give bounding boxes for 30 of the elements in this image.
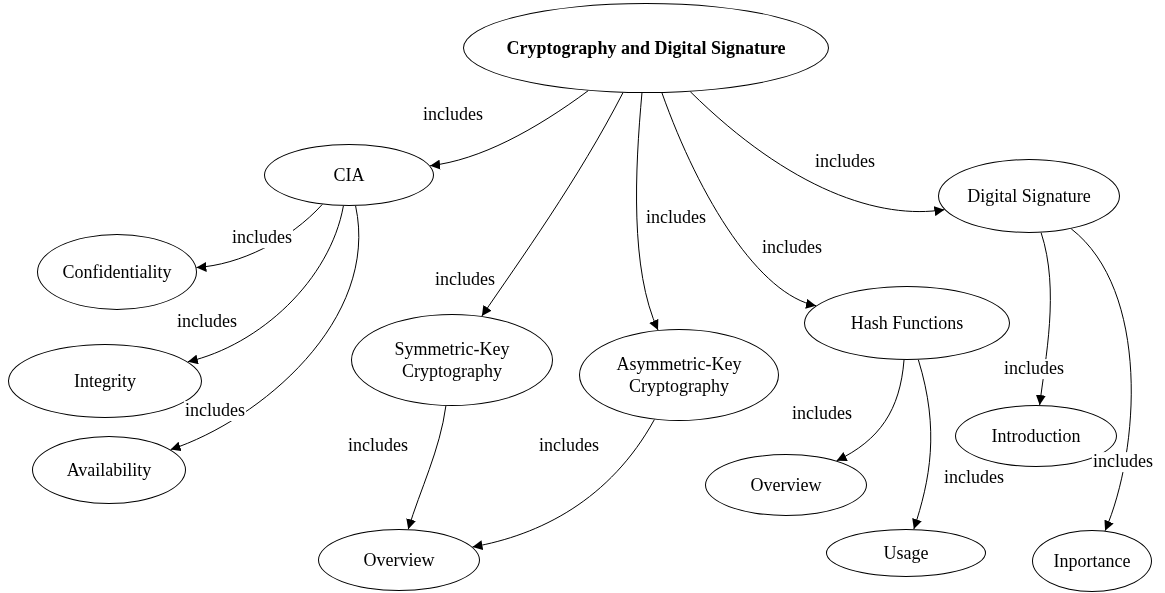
arrow bbox=[1070, 228, 1132, 532]
node-label: Confidentiality bbox=[62, 260, 172, 284]
node-label: Integrity bbox=[74, 369, 136, 393]
arrow bbox=[187, 205, 344, 364]
node-label: Symmetric-Key Cryptography bbox=[393, 337, 511, 383]
node-label: Overview bbox=[750, 473, 822, 497]
arrow bbox=[636, 92, 659, 331]
node-label: Asymmetric-Key Cryptography bbox=[615, 352, 743, 398]
arrow bbox=[406, 405, 447, 530]
node-label: Digital Signature bbox=[967, 184, 1091, 208]
node-label: Introduction bbox=[991, 424, 1081, 448]
node-label: Hash Functions bbox=[850, 311, 964, 335]
arrow bbox=[1036, 232, 1051, 406]
node-label: CIA bbox=[333, 163, 365, 187]
edge-label: includes bbox=[184, 401, 246, 421]
edge-label: includes bbox=[231, 228, 293, 248]
node-label: Cryptography and Digital Signature bbox=[506, 36, 786, 60]
edge-label: includes bbox=[1003, 359, 1065, 379]
node-label: Usage bbox=[883, 541, 929, 565]
arrow bbox=[661, 92, 817, 308]
edge-label: includes bbox=[1092, 452, 1154, 472]
arrow bbox=[836, 359, 905, 462]
node-label: Inportance bbox=[1053, 549, 1131, 573]
arrow bbox=[429, 90, 589, 170]
node-label: Availability bbox=[66, 458, 152, 482]
arrow bbox=[170, 205, 360, 451]
arrow bbox=[689, 91, 945, 216]
node-label: Overview bbox=[363, 548, 435, 572]
arrow bbox=[912, 359, 932, 530]
arrow bbox=[472, 419, 655, 550]
